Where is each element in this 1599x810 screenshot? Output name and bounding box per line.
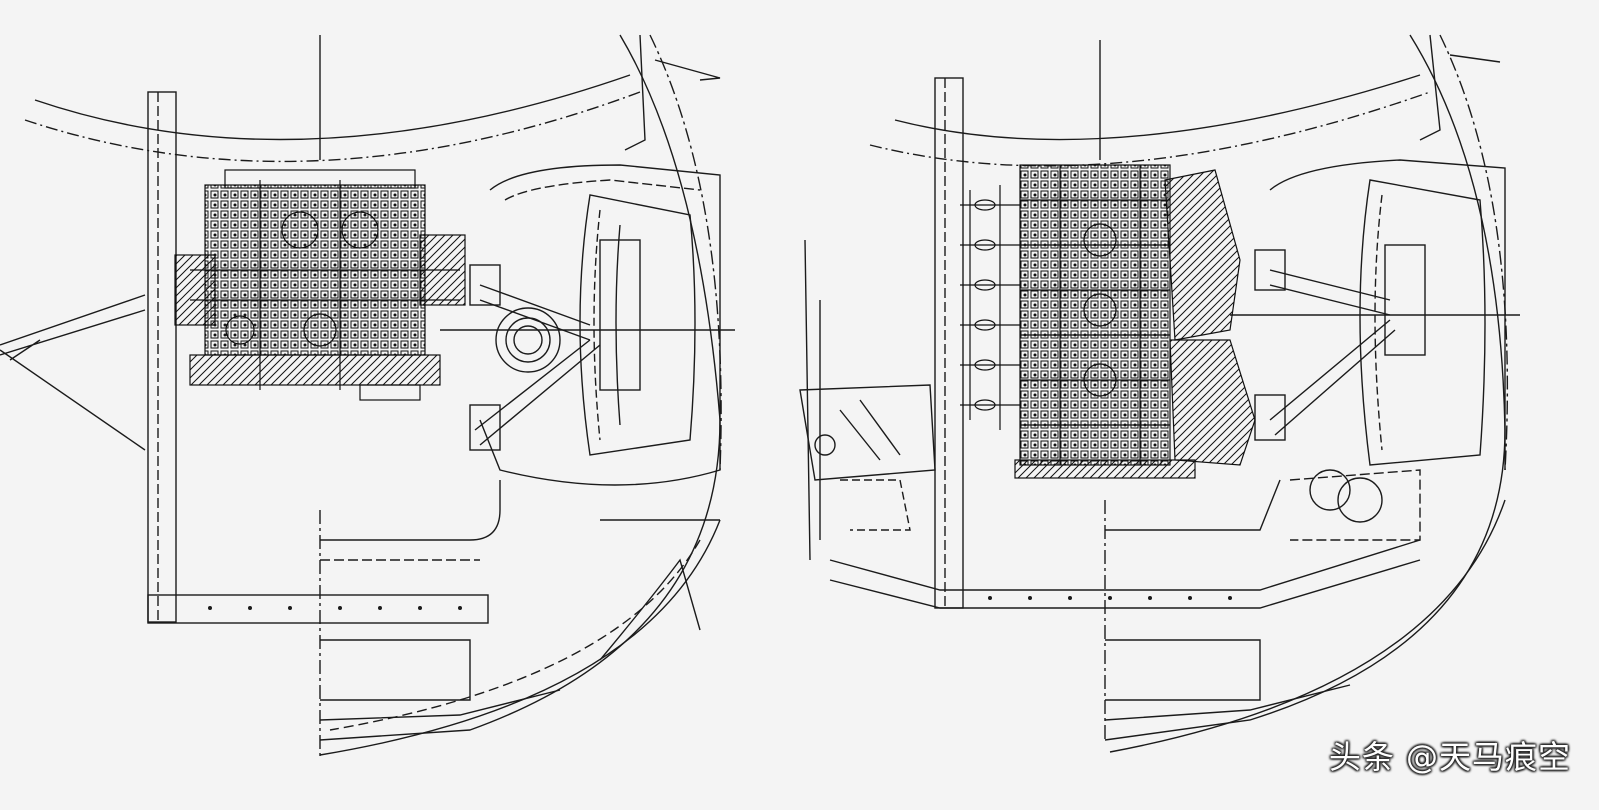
left-engine-block [174, 169, 466, 401]
right-engine-block [960, 164, 1256, 479]
watermark-text: 头条 @天马痕空 [1328, 738, 1571, 776]
left-panel-drawing [0, 34, 735, 760]
right-panel-drawing [799, 34, 1520, 753]
